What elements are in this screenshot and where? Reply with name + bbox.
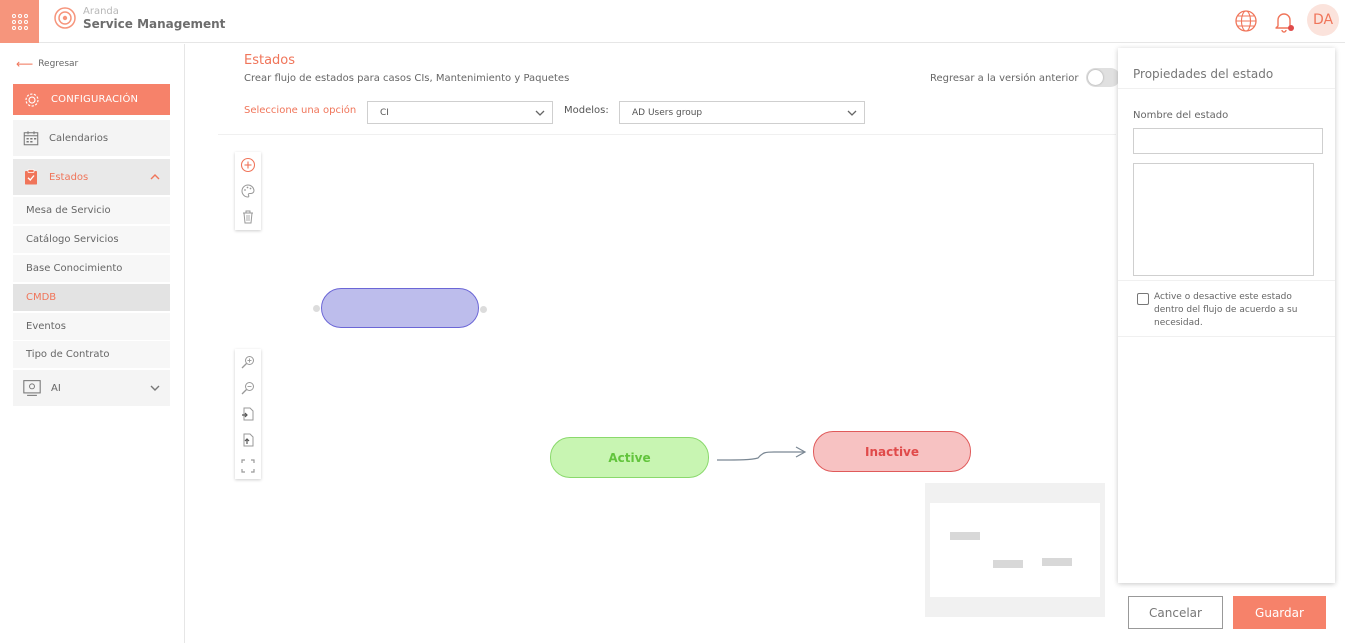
option-select[interactable]: CI xyxy=(367,101,553,124)
sidebar-item-label: Catálogo Servicios xyxy=(26,234,119,245)
zoom-out-icon xyxy=(241,382,254,395)
zoom-out-button[interactable] xyxy=(235,375,261,401)
header-divider xyxy=(218,134,1116,135)
panel-divider xyxy=(1118,280,1335,281)
previous-version-label: Regresar a la versión anterior xyxy=(930,73,1079,84)
panel-divider xyxy=(1118,336,1335,337)
product-name: Service Management xyxy=(83,16,226,31)
flow-node-active[interactable]: Active xyxy=(550,437,709,478)
brand-name: Aranda xyxy=(83,5,119,17)
page-title: Estados xyxy=(244,53,296,68)
canvas-minimap[interactable] xyxy=(925,483,1105,617)
sidebar-item-ai[interactable]: AI xyxy=(13,370,170,406)
sidebar-item-mesa-de-servicio[interactable]: Mesa de Servicio xyxy=(13,197,170,224)
option-select-label: Seleccione una opción xyxy=(244,105,357,116)
panel-title: Propiedades del estado xyxy=(1133,67,1274,81)
state-active-checkbox[interactable] xyxy=(1137,293,1149,305)
bell-icon xyxy=(1275,13,1294,33)
zoom-in-button[interactable] xyxy=(235,349,261,375)
fullscreen-icon xyxy=(241,459,255,473)
zoom-in-icon xyxy=(241,356,254,369)
checklist-icon xyxy=(25,169,37,185)
minimap-node xyxy=(950,532,980,540)
globe-icon xyxy=(1235,10,1257,32)
sidebar-item-label: Eventos xyxy=(26,321,66,332)
palette-icon xyxy=(241,184,255,198)
option-select-value: CI xyxy=(380,107,389,118)
models-select[interactable]: AD Users group xyxy=(619,101,865,124)
configuration-button[interactable]: CONFIGURACIÓN xyxy=(13,84,170,115)
panel-divider xyxy=(1118,88,1335,89)
sidebar-item-label: Estados xyxy=(49,171,89,183)
sidebar: ⟵ Regresar CONFIGURACIÓN Calendarios xyxy=(0,44,185,643)
back-arrow-icon: ⟵ xyxy=(16,57,34,71)
export-button[interactable] xyxy=(235,427,261,453)
plus-circle-icon xyxy=(240,157,256,173)
top-header: Aranda Service Management DA xyxy=(0,0,1345,43)
state-name-label: Nombre del estado xyxy=(1133,110,1229,121)
sidebar-item-tipo-de-contrato[interactable]: Tipo de Contrato xyxy=(13,341,170,368)
sidebar-item-label: Tipo de Contrato xyxy=(26,349,110,360)
state-name-input[interactable] xyxy=(1133,128,1323,154)
state-active-checkbox-label: Active o desactive este estado dentro de… xyxy=(1154,292,1298,328)
flow-node-label: Active xyxy=(608,450,651,465)
file-import-icon xyxy=(242,407,254,421)
sidebar-item-label: Mesa de Servicio xyxy=(26,205,111,216)
import-button[interactable] xyxy=(235,401,261,427)
file-export-icon xyxy=(243,433,254,447)
ai-icon xyxy=(23,380,41,396)
toggle-knob xyxy=(1088,70,1103,85)
flow-connector-arrow[interactable] xyxy=(716,444,810,464)
sidebar-item-label: Calendarios xyxy=(49,132,109,144)
chevron-down-icon xyxy=(847,110,857,116)
minimap-viewport xyxy=(930,503,1100,597)
models-label: Modelos: xyxy=(564,105,609,116)
app-logo[interactable]: Aranda Service Management xyxy=(53,6,225,30)
flow-node-new[interactable] xyxy=(321,288,479,328)
fit-screen-button[interactable] xyxy=(235,453,261,479)
delete-node-button[interactable] xyxy=(235,204,261,230)
sidebar-item-label: CMDB xyxy=(26,292,57,303)
trash-icon xyxy=(243,210,253,224)
sidebar-item-eventos[interactable]: Eventos xyxy=(13,313,170,340)
sidebar-item-cmdb[interactable]: CMDB xyxy=(13,284,170,311)
sidebar-item-label: Base Conocimiento xyxy=(26,263,123,274)
models-select-value: AD Users group xyxy=(632,107,703,118)
apps-grid-icon xyxy=(11,13,28,30)
flow-node-label: Inactive xyxy=(864,444,920,459)
state-description-textarea[interactable] xyxy=(1133,163,1314,276)
notifications-button[interactable] xyxy=(1270,7,1298,35)
state-properties-panel: Propiedades del estado Nombre del estado… xyxy=(1118,48,1335,583)
calendar-icon xyxy=(23,131,39,146)
sidebar-item-estados[interactable]: Estados xyxy=(13,159,170,195)
node-port-left[interactable] xyxy=(313,305,320,312)
back-label: Regresar xyxy=(38,59,79,69)
minimap-node xyxy=(993,560,1023,568)
minimap-node xyxy=(1042,558,1072,566)
node-port-right[interactable] xyxy=(480,306,487,313)
save-button[interactable]: Guardar xyxy=(1233,596,1326,629)
sidebar-item-label: AI xyxy=(51,382,61,394)
language-button[interactable] xyxy=(1232,7,1260,35)
zoom-toolbox xyxy=(235,349,261,479)
back-link[interactable]: ⟵ Regresar xyxy=(16,57,78,71)
user-avatar[interactable]: DA xyxy=(1307,4,1339,36)
gear-icon xyxy=(25,92,39,107)
sidebar-item-catalogo-servicios[interactable]: Catálogo Servicios xyxy=(13,226,170,253)
color-palette-button[interactable] xyxy=(235,178,261,204)
flow-node-inactive[interactable]: Inactive xyxy=(813,431,971,472)
add-node-button[interactable] xyxy=(235,152,261,178)
aranda-logo-icon xyxy=(54,7,76,29)
node-toolbox xyxy=(235,152,261,230)
sidebar-item-calendarios[interactable]: Calendarios xyxy=(13,120,170,156)
chevron-up-icon xyxy=(150,174,160,180)
previous-version-toggle[interactable] xyxy=(1086,68,1120,87)
chevron-down-icon xyxy=(150,385,160,391)
page-subtitle: Crear flujo de estados para casos CIs, M… xyxy=(244,73,570,84)
apps-menu-button[interactable] xyxy=(0,0,39,43)
sidebar-item-base-conocimiento[interactable]: Base Conocimiento xyxy=(13,255,170,282)
chevron-down-icon xyxy=(535,110,545,116)
cancel-button[interactable]: Cancelar xyxy=(1128,596,1223,629)
configuration-label: CONFIGURACIÓN xyxy=(51,94,139,105)
